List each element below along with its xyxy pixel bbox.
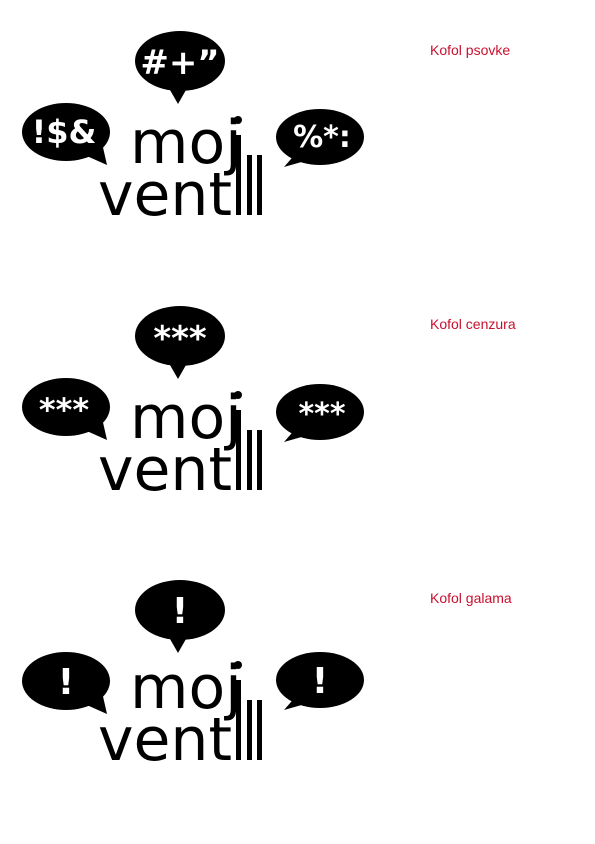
logo-bar-2 [247,430,252,490]
logo-bar-1 [236,680,241,760]
logo-word-moj: moj [130,383,242,453]
logo-bar-2 [247,700,252,760]
speech-bubble-right: *** [276,384,364,442]
bubble-top-text: ! [172,591,188,632]
speech-bubble-left: ! [22,652,110,714]
logo-bar-3 [257,430,262,490]
bubble-left-text: !$& [32,113,97,151]
variant-caption: Kofol psovke [430,42,511,58]
moj-ventil-logo: ! ! ! moj vent [22,580,364,775]
logo-variant-galama: ! ! ! moj vent Kofol galama [0,574,595,844]
logo-bar-1 [236,135,241,215]
speech-bubble-left: *** [22,378,110,440]
speech-bubble-right: %*: [276,109,364,167]
logo-word-moj: moj [130,108,242,178]
variant-caption: Kofol cenzura [430,316,516,332]
moj-ventil-logo: *** *** *** moj vent [22,306,364,505]
bubble-right-text: ! [312,661,328,702]
logo-word-vent: vent [98,705,232,775]
logo-bar-2 [247,155,252,215]
bubble-right-text: %*: [293,120,351,155]
logo-bar-1 [236,410,241,490]
speech-bubble-top: ! [135,580,225,653]
bubble-left-text: ! [58,662,74,703]
logo-word-vent: vent [98,435,232,505]
speech-bubble-top: *** [135,306,225,379]
bubble-left-text: *** [39,391,89,429]
logo-word-moj: moj [130,653,242,723]
bubble-right-text: *** [298,397,345,432]
speech-bubble-top: #+” [135,31,225,104]
speech-bubble-left: !$& [22,103,110,165]
logo-bar-3 [257,700,262,760]
bubble-top-text: #+” [140,43,219,83]
logo-variant-psovke: #+” !$& %*: moj vent Kofol psovke [0,25,595,295]
logo-bar-3 [257,155,262,215]
logo-word-vent: vent [98,160,232,230]
logo-variant-cenzura: *** *** *** moj vent Kofol cenzura [0,300,595,570]
speech-bubble-right: ! [276,652,364,710]
bubble-top-text: *** [153,319,207,359]
logo-dot [234,116,242,124]
moj-ventil-logo: #+” !$& %*: moj vent [22,31,364,230]
variant-caption: Kofol galama [430,590,512,606]
logo-dot [234,391,242,399]
logo-dot [234,661,242,669]
